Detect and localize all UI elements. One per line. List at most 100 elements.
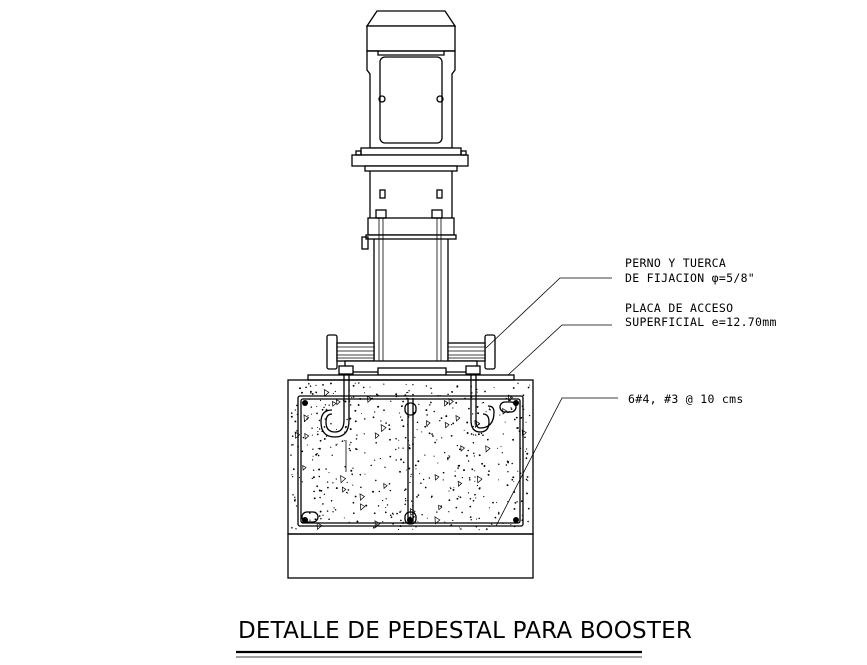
concrete-dot bbox=[336, 443, 338, 445]
concrete-dot bbox=[405, 383, 407, 385]
concrete-dot bbox=[296, 413, 298, 416]
aggregate-mark bbox=[383, 482, 388, 490]
concrete-dot bbox=[297, 445, 299, 448]
aggregate-mark bbox=[438, 504, 443, 511]
concrete-dot bbox=[424, 454, 426, 456]
concrete-dot bbox=[525, 421, 527, 423]
aggregate-mark bbox=[521, 429, 527, 437]
concrete-dot bbox=[308, 398, 310, 400]
concrete-dot bbox=[482, 401, 485, 404]
concrete-dot bbox=[372, 416, 375, 419]
concrete-dot bbox=[379, 457, 382, 460]
concrete-dot bbox=[322, 503, 324, 505]
concrete-dot bbox=[416, 496, 418, 498]
concrete-dot bbox=[316, 426, 319, 428]
pump-motor bbox=[365, 10, 457, 149]
concrete-dot bbox=[510, 408, 513, 410]
concrete-dot bbox=[437, 395, 439, 397]
concrete-dot bbox=[410, 500, 413, 502]
concrete-dot bbox=[513, 525, 516, 528]
concrete-dot bbox=[448, 490, 450, 492]
concrete-dot bbox=[343, 440, 345, 442]
aggregate-mark bbox=[409, 508, 416, 517]
concrete-dot bbox=[470, 386, 472, 388]
concrete-dot bbox=[346, 418, 348, 421]
concrete-dot bbox=[404, 394, 407, 397]
concrete-dot bbox=[385, 506, 387, 509]
concrete-dot bbox=[452, 519, 454, 522]
concrete-dot bbox=[345, 426, 347, 429]
aggregate-mark bbox=[460, 445, 466, 452]
concrete-dot bbox=[355, 438, 358, 440]
concrete-dot bbox=[315, 391, 318, 394]
concrete-dot bbox=[291, 474, 293, 476]
concrete-dot bbox=[313, 497, 316, 500]
concrete-dot bbox=[472, 499, 475, 502]
concrete-dot bbox=[389, 455, 392, 458]
concrete-dot bbox=[372, 526, 375, 529]
concrete-dot bbox=[310, 406, 313, 408]
concrete-dot bbox=[404, 489, 406, 491]
concrete-dot bbox=[344, 431, 346, 433]
concrete-dot bbox=[476, 485, 478, 487]
bolt-label-line1: PERNO Y TUERCA bbox=[625, 256, 726, 270]
concrete-dot bbox=[517, 470, 519, 472]
concrete-dot bbox=[383, 409, 385, 412]
concrete-dot bbox=[345, 491, 348, 494]
concrete-dot bbox=[309, 512, 311, 514]
concrete-dot bbox=[516, 427, 519, 429]
concrete-dot bbox=[476, 405, 479, 408]
concrete-dot bbox=[507, 471, 509, 473]
concrete-dot bbox=[505, 397, 507, 400]
concrete-dot bbox=[409, 447, 411, 450]
concrete-dot bbox=[498, 479, 500, 481]
concrete-dot bbox=[443, 398, 445, 400]
concrete-dot bbox=[328, 404, 330, 406]
aggregate-mark bbox=[332, 400, 337, 407]
concrete-dot bbox=[294, 496, 296, 499]
concrete-dot bbox=[473, 452, 475, 455]
concrete-dot bbox=[447, 393, 449, 396]
concrete-dot bbox=[466, 432, 469, 434]
leader-lines bbox=[485, 277, 618, 527]
concrete-dot bbox=[399, 470, 401, 473]
concrete-dot bbox=[392, 514, 394, 516]
concrete-dot bbox=[448, 456, 451, 458]
concrete-dot bbox=[341, 440, 344, 443]
aggregate-mark bbox=[434, 516, 441, 525]
concrete-dot bbox=[320, 517, 322, 520]
concrete-dot bbox=[330, 500, 333, 502]
concrete-dot bbox=[316, 412, 318, 415]
concrete-dot bbox=[311, 459, 314, 461]
concrete-dot bbox=[454, 470, 456, 472]
concrete-dot bbox=[506, 484, 509, 487]
concrete-dot bbox=[290, 454, 292, 456]
concrete-dot bbox=[344, 465, 347, 468]
concrete-dot bbox=[320, 489, 323, 492]
anchor-bolts bbox=[320, 374, 495, 472]
concrete-dot bbox=[314, 518, 317, 521]
concrete-dot bbox=[421, 513, 423, 516]
concrete-dot bbox=[430, 401, 432, 404]
concrete-dot bbox=[330, 382, 332, 385]
concrete-dot bbox=[523, 408, 525, 410]
concrete-dot bbox=[344, 400, 347, 403]
concrete-dot bbox=[491, 523, 493, 525]
concrete-dot bbox=[521, 405, 524, 407]
concrete-dot bbox=[512, 387, 515, 389]
concrete-dot bbox=[439, 395, 441, 397]
concrete-dot bbox=[348, 521, 350, 523]
concrete-dot bbox=[410, 473, 412, 476]
concrete-dot bbox=[527, 386, 530, 389]
concrete-dot bbox=[407, 391, 409, 394]
concrete-dot bbox=[461, 476, 464, 479]
concrete-dot bbox=[473, 455, 475, 457]
concrete-dot bbox=[488, 407, 491, 409]
concrete-dot bbox=[352, 484, 354, 486]
aggregate-mark bbox=[316, 522, 323, 531]
concrete-dot bbox=[335, 428, 337, 430]
concrete-dot bbox=[399, 412, 401, 414]
concrete-dot bbox=[477, 412, 480, 415]
concrete-dot bbox=[517, 382, 519, 384]
concrete-dot bbox=[510, 407, 512, 409]
